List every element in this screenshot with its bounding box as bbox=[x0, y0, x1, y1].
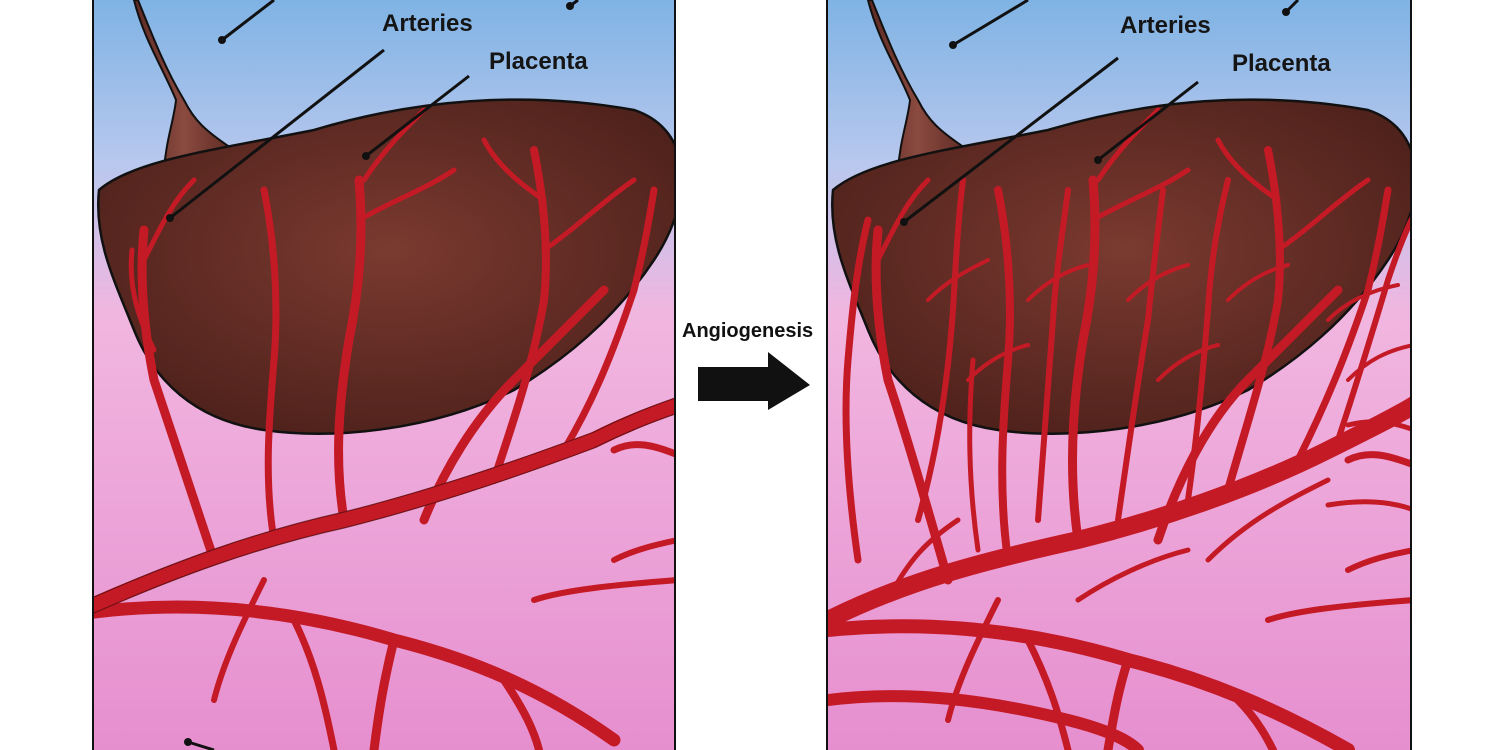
placenta-leader bbox=[1097, 80, 1199, 162]
placenta-leader bbox=[365, 74, 470, 158]
after-panel: Arteries Placenta bbox=[826, 0, 1412, 750]
vessel-outlines bbox=[94, 397, 674, 614]
arteries-leader bbox=[169, 48, 385, 220]
angiogenesis-process: Angiogenesis bbox=[678, 316, 824, 426]
bottom-leader bbox=[187, 740, 215, 750]
arteries-leader bbox=[903, 56, 1119, 224]
placenta-label: Placenta bbox=[489, 48, 588, 75]
arteries-label: Arteries bbox=[382, 10, 473, 37]
arrow-right-icon bbox=[698, 352, 810, 410]
arteries bbox=[94, 107, 674, 750]
cord-leader bbox=[952, 0, 1029, 47]
angiogenesis-label: Angiogenesis bbox=[682, 320, 814, 342]
arteries bbox=[828, 107, 1410, 750]
arteries-label: Arteries bbox=[1120, 12, 1211, 39]
before-panel: Arteries Placenta bbox=[92, 0, 676, 750]
cord-leader bbox=[221, 0, 275, 42]
placenta-label: Placenta bbox=[1232, 50, 1331, 77]
